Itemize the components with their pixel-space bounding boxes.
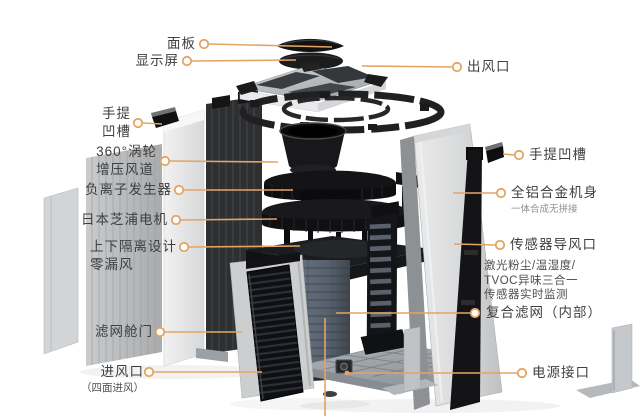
label-door-text: 滤网舱门 xyxy=(95,324,153,339)
label-sensor-sub2: TVOC异味三合一 xyxy=(484,274,578,287)
label-outlet-text: 出风口 xyxy=(467,59,511,74)
label-sensor: 传感器导风口 激光粉尘/温湿度/TVOC异味三合一传感器实时监测 xyxy=(484,236,597,303)
label-handle-right-text: 手提凹槽 xyxy=(529,147,587,162)
label-isolation-line2: 零漏风 xyxy=(90,257,134,272)
label-filter-text: 复合滤网（内部） xyxy=(486,305,602,320)
label-display-text: 显示屏 xyxy=(135,53,179,68)
label-inlet-text: 进风口 xyxy=(100,364,144,379)
label-sensor-sub3: 传感器实时监测 xyxy=(484,289,568,301)
display-screen-part xyxy=(279,52,343,70)
handle-notch-right-part xyxy=(485,142,504,163)
label-display: 显示屏 xyxy=(136,52,180,70)
label-handle-left-line2: 凹槽 xyxy=(102,124,131,139)
label-power: 电源接口 xyxy=(532,364,590,382)
callout-lines xyxy=(132,38,528,416)
ground-shadows xyxy=(80,365,560,413)
label-ion: 负离子发生器 xyxy=(85,181,172,199)
label-isolation-line1: 上下隔离设计 xyxy=(90,239,177,254)
top-cover-part xyxy=(276,38,344,52)
label-handle-right: 手提凹槽 xyxy=(529,146,587,164)
air-outlet-plate-part xyxy=(236,62,388,113)
label-sensor-sub1: 激光粉尘/温湿度/ xyxy=(484,260,576,272)
label-turbo-line2: 增压风道 xyxy=(96,162,155,177)
label-motor-text: 日本芝浦电机 xyxy=(81,212,168,227)
label-body-text: 全铝合金机身 xyxy=(511,185,598,200)
label-body-sub: 一体合成无拼接 xyxy=(511,204,578,215)
label-door: 滤网舱门 xyxy=(95,323,153,341)
label-filter: 复合滤网（内部） xyxy=(486,304,602,322)
label-panel-text: 面板 xyxy=(167,36,196,51)
label-panel: 面板 xyxy=(167,35,196,53)
label-handle-left-line1: 手提 xyxy=(102,106,131,121)
power-socket-part xyxy=(335,359,353,374)
label-motor: 日本芝浦电机 xyxy=(81,211,168,229)
corner-bracket-right-part xyxy=(576,323,640,398)
label-turbo: 360°涡轮 增压风道 xyxy=(96,143,157,179)
turbo-duct-part xyxy=(279,122,347,176)
corner-bracket-center-part xyxy=(382,326,438,395)
label-sensor-text: 传感器导风口 xyxy=(510,237,597,252)
label-outlet: 出风口 xyxy=(467,58,511,76)
label-ion-text: 负离子发生器 xyxy=(85,182,172,197)
label-inlet: 进风口 （四面进风） xyxy=(81,363,144,395)
label-body: 全铝合金机身 一体合成无拼接 xyxy=(511,184,598,216)
label-power-text: 电源接口 xyxy=(532,365,590,380)
label-handle-left: 手提 凹槽 xyxy=(102,105,131,141)
label-sensor-subs: 激光粉尘/温湿度/TVOC异味三合一传感器实时监测 xyxy=(484,259,597,303)
label-inlet-sub: （四面进风） xyxy=(81,382,144,394)
label-isolation: 上下隔离设计 零漏风 xyxy=(90,238,177,274)
air-inlet-trim-strip-part xyxy=(450,147,483,410)
label-turbo-line1: 360°涡轮 xyxy=(96,144,157,159)
ring-frame-part xyxy=(239,90,445,134)
sensor-strip-part xyxy=(360,201,408,355)
